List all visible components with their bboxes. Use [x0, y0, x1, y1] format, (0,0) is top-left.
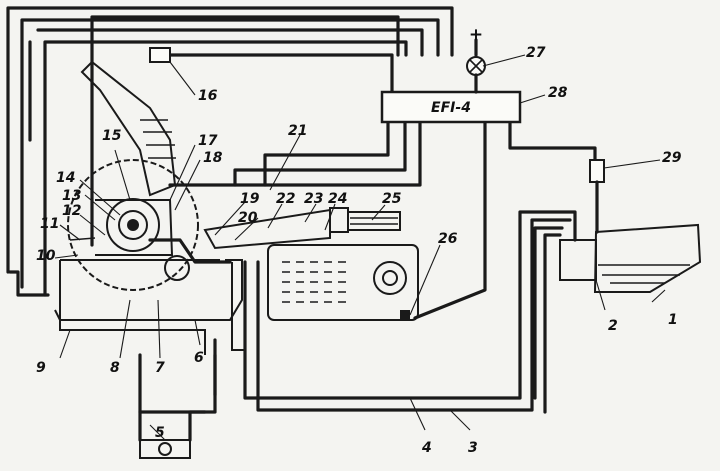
label-29: 29: [662, 150, 682, 166]
label-5: 5: [155, 425, 165, 441]
fuel-tank: [559, 159, 702, 293]
label-23: 23: [304, 191, 323, 207]
label-28: 28: [548, 85, 568, 101]
label-22: 22: [276, 191, 295, 207]
label-25: 25: [382, 191, 402, 207]
label-13: 13: [62, 188, 81, 204]
label-6: 6: [194, 350, 204, 366]
air-intake-duct: [80, 60, 177, 197]
label-7: 7: [155, 360, 165, 376]
label-11: 11: [40, 216, 59, 232]
label-9: 9: [36, 360, 46, 376]
ecu-label: EFI-4: [431, 100, 471, 116]
sensor-26: [400, 310, 410, 320]
label-15: 15: [102, 128, 122, 144]
label-4: 4: [421, 440, 432, 456]
label-10: 10: [36, 248, 56, 264]
label-18: 18: [203, 150, 223, 166]
warning-lamp: [466, 56, 486, 94]
label-3: 3: [468, 440, 478, 456]
intake-manifold: [267, 244, 419, 321]
label-2: 2: [608, 318, 618, 334]
label-17: 17: [198, 133, 218, 149]
label-21: 21: [288, 123, 307, 139]
label-8: 8: [110, 360, 120, 376]
label-16: 16: [198, 88, 218, 104]
label-24: 24: [328, 191, 347, 207]
wiring-harness: [6, 6, 597, 320]
part-labels: 1 2 3 4 5 6 7 8 9 10 11 12 13 14 15 16 1…: [36, 45, 682, 456]
label-27: 27: [526, 45, 546, 61]
label-1: 1: [668, 312, 678, 328]
ecu-box: [380, 90, 522, 124]
engine-block: [54, 159, 245, 355]
label-19: 19: [240, 191, 260, 207]
relay-29: [589, 159, 605, 183]
label-12: 12: [62, 203, 81, 219]
leader-lines: [54, 54, 666, 441]
fuel-filter: [138, 410, 207, 459]
label-26: 26: [438, 231, 458, 247]
sensor-16-box: [149, 47, 171, 63]
fuel-lines: [138, 210, 577, 414]
label-20: 20: [238, 210, 258, 226]
label-14: 14: [56, 170, 75, 186]
power-plus-symbol: +: [469, 25, 483, 45]
